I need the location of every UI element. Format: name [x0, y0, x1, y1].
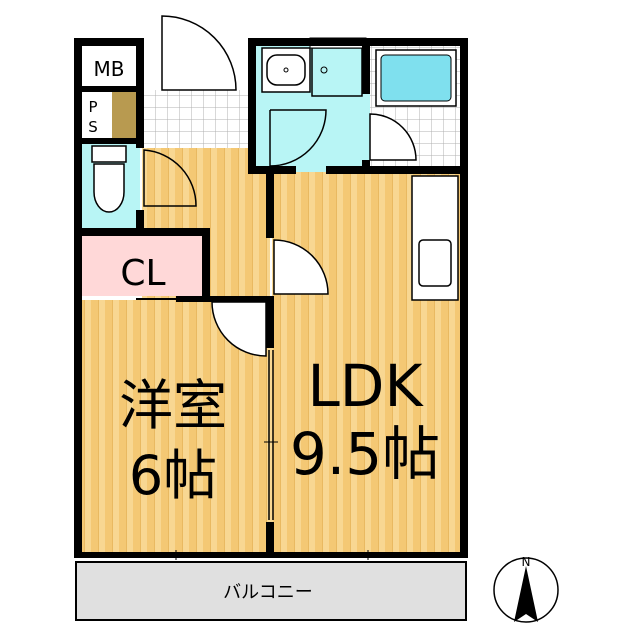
ps-label-s: S [88, 118, 98, 136]
walls [74, 38, 468, 558]
balcony-label: バルコニー [223, 582, 313, 603]
western-room-name: 洋室 [119, 374, 227, 437]
toilet-bowl [93, 163, 125, 213]
entrance-floor [142, 90, 252, 148]
ps-label-p: P [88, 98, 97, 116]
washing-machine-space [311, 47, 363, 97]
doors [136, 15, 417, 357]
bathtub-water [380, 54, 452, 102]
kitchen-sink [418, 239, 452, 287]
closet-floor [80, 236, 202, 296]
balcony-floor [75, 561, 467, 621]
toilet-tank [91, 145, 127, 163]
closet-label: CL [120, 253, 165, 294]
compass: N [493, 555, 559, 623]
compass-north-label: N [522, 555, 531, 569]
ldk-size: 9.5帖 [290, 420, 440, 488]
compass-needle-icon [514, 566, 538, 622]
western-room-size: 6帖 [129, 444, 217, 507]
mb-label: MB [94, 57, 125, 81]
washbasin-bowl [266, 54, 306, 86]
washbasin-drain [283, 67, 289, 73]
washer-drain [320, 66, 328, 74]
ps-shaft [112, 92, 138, 138]
ldk-name: LDK [307, 352, 424, 420]
